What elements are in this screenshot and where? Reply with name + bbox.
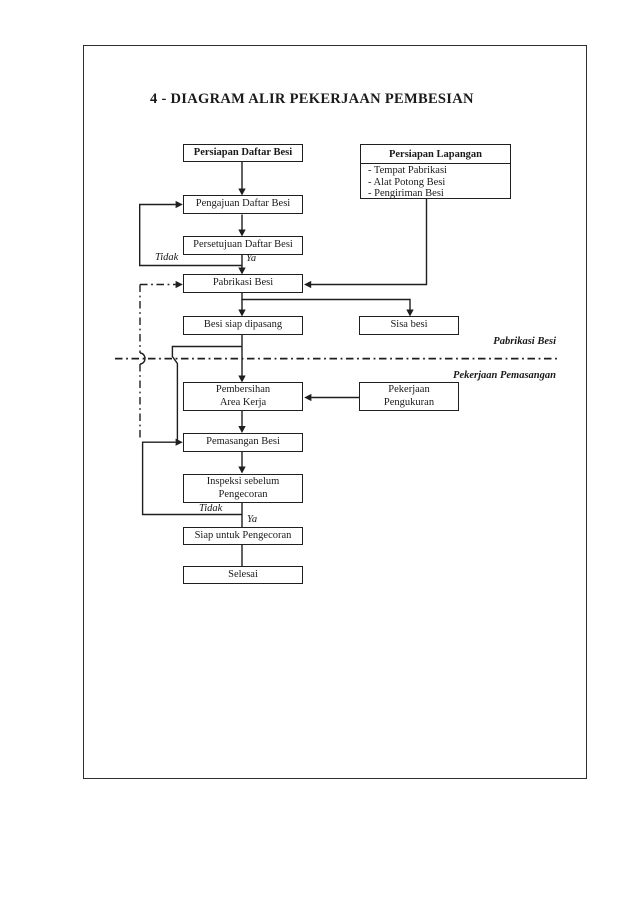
edge-dashdot-hop: [139, 352, 146, 365]
edge-label-tidak-top: Tidak: [155, 252, 179, 263]
node-label-line1: Pekerjaan: [388, 384, 430, 395]
arrowhead-left: [304, 280, 312, 289]
node-label: Pemasangan Besi: [206, 436, 280, 448]
node-label-line2: Pengecoran: [218, 488, 268, 500]
arrowhead-down: [238, 267, 246, 275]
node-persiapan-lapangan-items: - Tempat Pabrikasi - Alat Potong Besi - …: [361, 164, 510, 200]
node-persiapan-lapangan: Persiapan Lapangan - Tempat Pabrikasi - …: [360, 144, 511, 199]
node-label: Sisa besi: [390, 319, 428, 331]
list-item: - Tempat Pabrikasi: [368, 165, 447, 176]
arrowhead-down: [238, 229, 246, 237]
section-label-pabrikasi-besi: Pabrikasi Besi: [493, 336, 556, 347]
node-persiapan-lapangan-title: Persiapan Lapangan: [361, 145, 510, 164]
section-label-pekerjaan-pemasangan: Pekerjaan Pemasangan: [453, 370, 556, 381]
node-label-line1: Inspeksi sebelum: [206, 476, 280, 487]
node-label-line1: Pembersihan: [215, 384, 271, 395]
edge-inspeksi-tidak-loop: [141, 441, 242, 516]
arrowhead-right: [175, 280, 183, 289]
node-pabrikasi-besi: Pabrikasi Besi: [183, 274, 303, 293]
arrowhead-down: [238, 426, 246, 433]
arrowhead-right: [175, 438, 183, 446]
arrowhead-down: [238, 188, 246, 196]
node-siap-untuk-pengecoran: Siap untuk Pengecoran: [183, 527, 303, 545]
node-pembersihan-area-kerja: Pembersihan Area Kerja: [183, 382, 303, 411]
arrowhead-down: [238, 375, 246, 383]
edge-besisiap-to-pemasangan: [171, 345, 242, 442]
node-sisa-besi: Sisa besi: [359, 316, 459, 335]
node-persiapan-daftar-besi: Persiapan Daftar Besi: [183, 144, 303, 162]
edge-label-ya-bottom: Ya: [247, 514, 258, 525]
edge-label-tidak-bottom: Tidak: [199, 503, 223, 514]
arrowhead-left: [304, 393, 312, 402]
node-besi-siap-dipasang: Besi siap dipasang: [183, 316, 303, 335]
list-item: - Pengiriman Besi: [368, 188, 444, 200]
edge-lapangan-to-pabrikasi: [311, 199, 428, 286]
arrowhead-down: [406, 309, 414, 317]
node-pemasangan-besi: Pemasangan Besi: [183, 433, 303, 452]
node-label: Pabrikasi Besi: [212, 277, 274, 289]
list-item: - Alat Potong Besi: [368, 176, 446, 188]
node-label: Persetujuan Daftar Besi: [193, 239, 293, 251]
arrowhead-right: [175, 200, 183, 209]
node-label-line2: Pengukuran: [383, 396, 435, 408]
arrowhead-down: [238, 466, 246, 474]
node-label: Besi siap dipasang: [203, 319, 283, 331]
node-label: Persiapan Daftar Besi: [193, 146, 293, 158]
node-pengajuan-daftar-besi: Pengajuan Daftar Besi: [183, 195, 303, 214]
node-label: Pengajuan Daftar Besi: [195, 198, 291, 210]
node-label: Selesai: [228, 568, 258, 580]
edge-label-ya-top: Ya: [246, 253, 257, 264]
edge-persetujuan-tidak-loop: [139, 203, 242, 267]
node-pekerjaan-pengukuran: Pekerjaan Pengukuran: [359, 382, 459, 411]
node-selesai: Selesai: [183, 566, 303, 584]
page-border: [83, 45, 587, 779]
diagram-title: 4 - DIAGRAM ALIR PEKERJAAN PEMBESIAN: [150, 91, 474, 107]
arrowhead-down: [238, 309, 246, 317]
node-inspeksi-sebelum-pengecoran: Inspeksi sebelum Pengecoran: [183, 474, 303, 503]
node-label-line2: Area Kerja: [219, 396, 267, 408]
node-persetujuan-daftar-besi: Persetujuan Daftar Besi: [183, 236, 303, 255]
node-label: Siap untuk Pengecoran: [194, 529, 292, 541]
edge-pabrikasi-to-sisabesi: [241, 298, 411, 310]
